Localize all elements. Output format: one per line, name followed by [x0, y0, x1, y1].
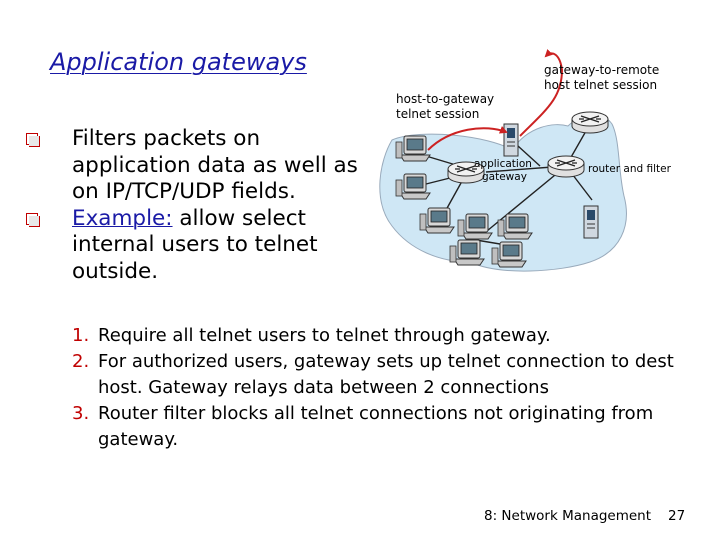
external-router-icon [572, 112, 608, 133]
label-line: host-to-gateway [396, 92, 494, 107]
label-line: telnet session [396, 107, 494, 122]
router-filter-label: router and filter [588, 163, 671, 175]
step-item: 1.Require all telnet users to telnet thr… [98, 323, 698, 349]
step-list: 1.Require all telnet users to telnet thr… [98, 323, 698, 453]
step-text: Require all telnet users to telnet throu… [98, 325, 551, 346]
host-to-gateway-label: host-to-gateway telnet session [396, 92, 494, 122]
step-text: Router filter blocks all telnet connecti… [98, 403, 653, 450]
step-item: 2.For authorized users, gateway sets up … [98, 349, 698, 401]
router-filter-icon [548, 156, 584, 177]
remote-server-icon [584, 206, 598, 238]
step-text: For authorized users, gateway sets up te… [98, 351, 674, 398]
label-line: gateway-to-remote [544, 63, 659, 78]
application-gateway-label: application gateway [474, 158, 532, 184]
label-line: host telnet session [544, 78, 659, 93]
application-gateway-server-icon [504, 124, 518, 156]
gateway-to-remote-label: gateway-to-remote host telnet session [544, 63, 659, 93]
page-number: 27 [668, 508, 685, 524]
label-line: gateway [474, 171, 532, 184]
step-number: 3. [72, 401, 89, 427]
step-number: 2. [72, 349, 89, 375]
step-item: 3.Router filter blocks all telnet connec… [98, 401, 698, 453]
step-number: 1. [72, 323, 89, 349]
slide-footer: 8: Network Management [484, 508, 651, 524]
label-line: application [474, 158, 532, 171]
